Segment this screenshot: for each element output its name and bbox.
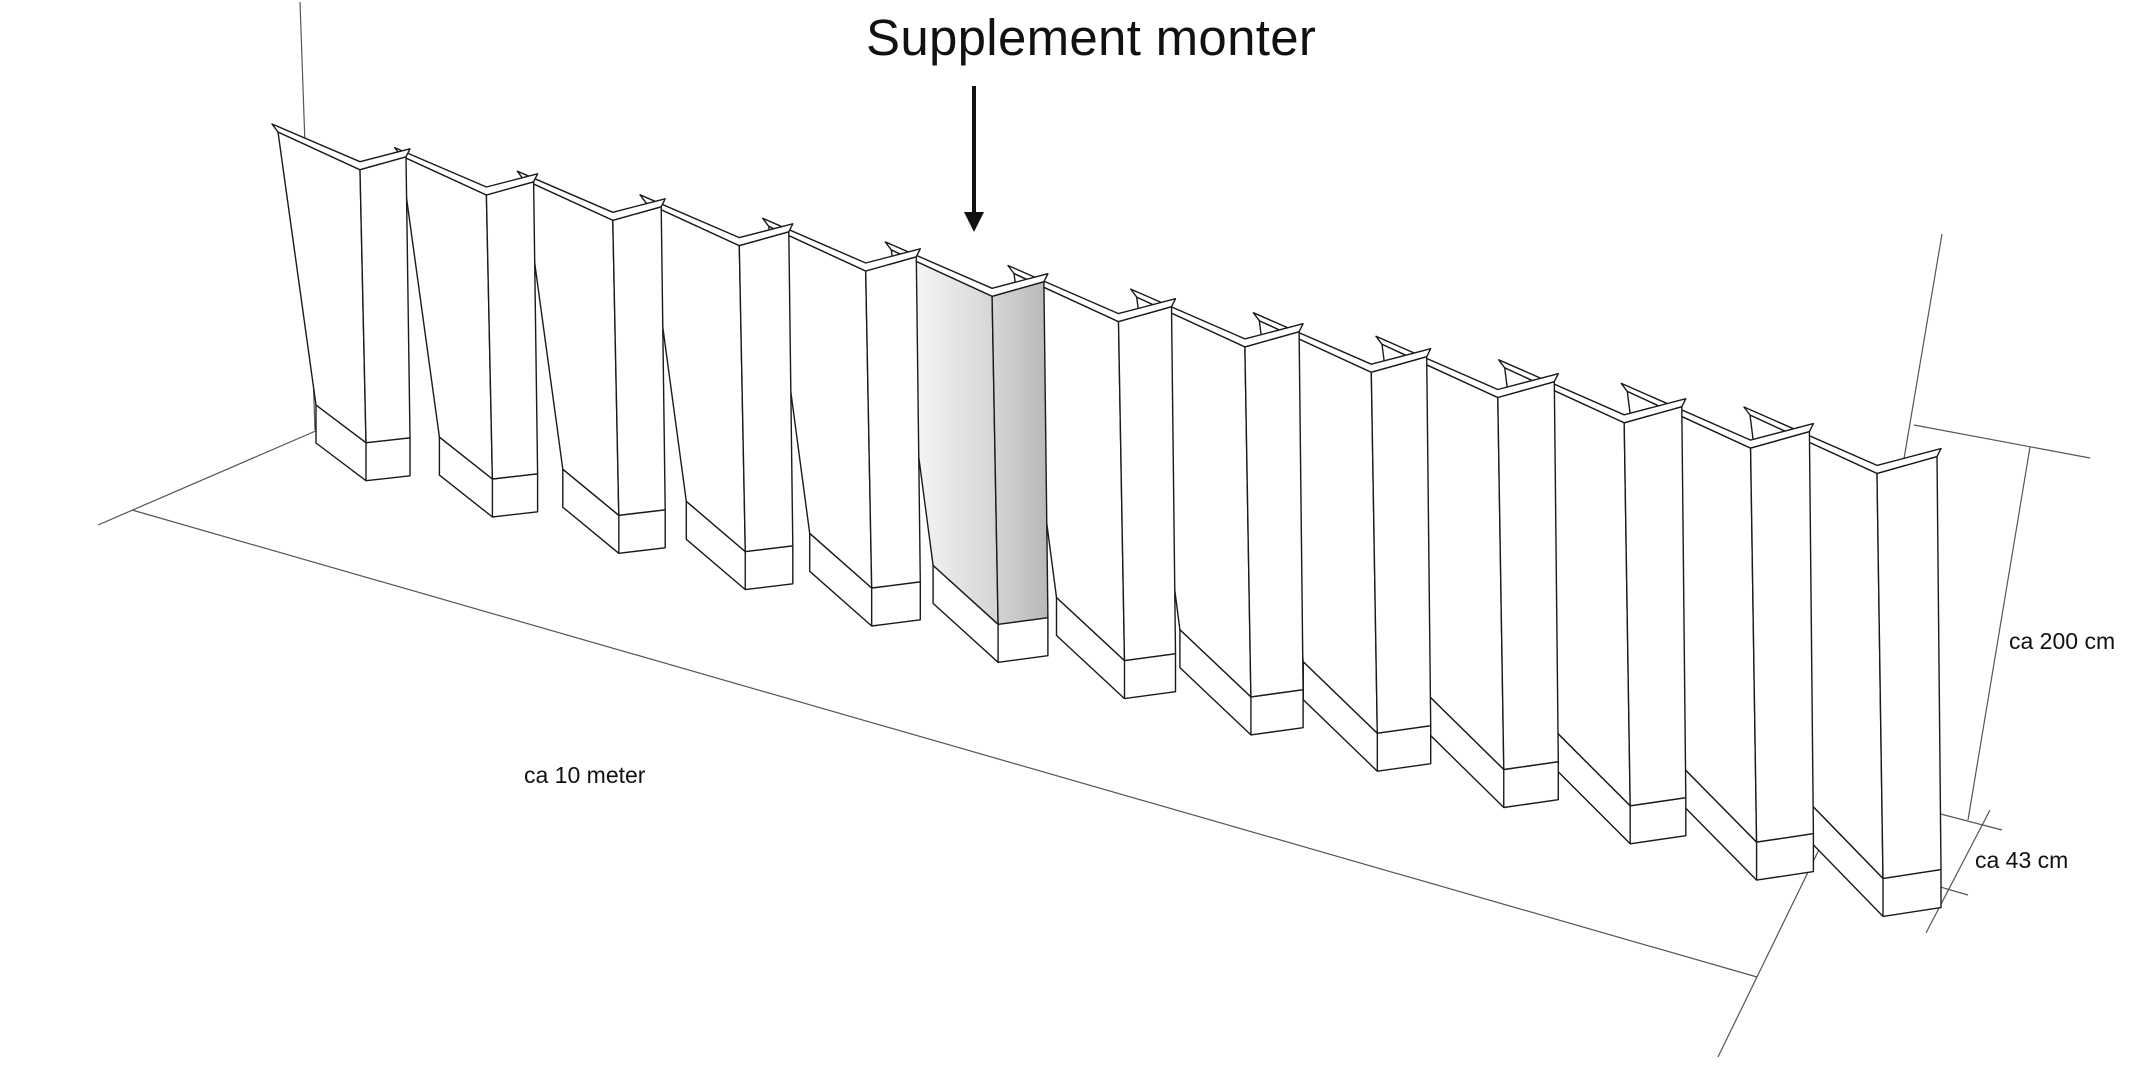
module-side-face [1749,430,1815,843]
depth-dimension-line [1925,809,1991,934]
module-side-face [612,206,666,516]
guide-left-floor [97,429,319,526]
wall-modules [271,123,1942,918]
module-side-face [738,231,794,553]
module-top-lip [1375,335,1560,399]
arrow-down-icon [964,86,984,232]
module-top-lip [762,217,921,272]
depth-dimension-label: ca 43 cm [1975,847,2069,873]
module-side-face [359,156,411,444]
module-top-lip [1007,264,1177,323]
module-top-lip [1743,406,1942,475]
module-side-face [1370,356,1432,734]
module-top-lip [639,194,794,247]
module-side-face [1497,381,1560,771]
module-side-face [1244,331,1304,698]
length-dimension-line [131,509,1758,978]
module-front-face [400,154,494,480]
length-dimension-label: ca 10 meter [524,762,646,788]
module-side-face [1117,306,1177,662]
wall-module [762,217,921,627]
height-dimension-label: ca 200 cm [2009,628,2116,654]
height-dimension-line [1967,446,2031,821]
highlighted-module-side [991,281,1049,625]
module-side-face [865,256,921,589]
module-side-face [485,181,539,480]
module-top-lip [1620,382,1815,449]
wall-module [271,123,411,482]
wall-module [516,170,666,554]
wall-module [394,146,539,518]
module-side-face [1623,406,1687,807]
module-top-lip [884,241,1049,297]
module-top-lip [1497,359,1687,424]
diagram-title: Supplement monter [866,9,1317,66]
module-top-lip [271,123,411,171]
module-top-lip [1252,312,1432,373]
module-front-face [277,131,367,444]
wall-module [639,194,794,591]
module-top-lip [1129,288,1304,348]
module-side-face [1876,455,1942,880]
height-extension-top [1913,424,2091,459]
